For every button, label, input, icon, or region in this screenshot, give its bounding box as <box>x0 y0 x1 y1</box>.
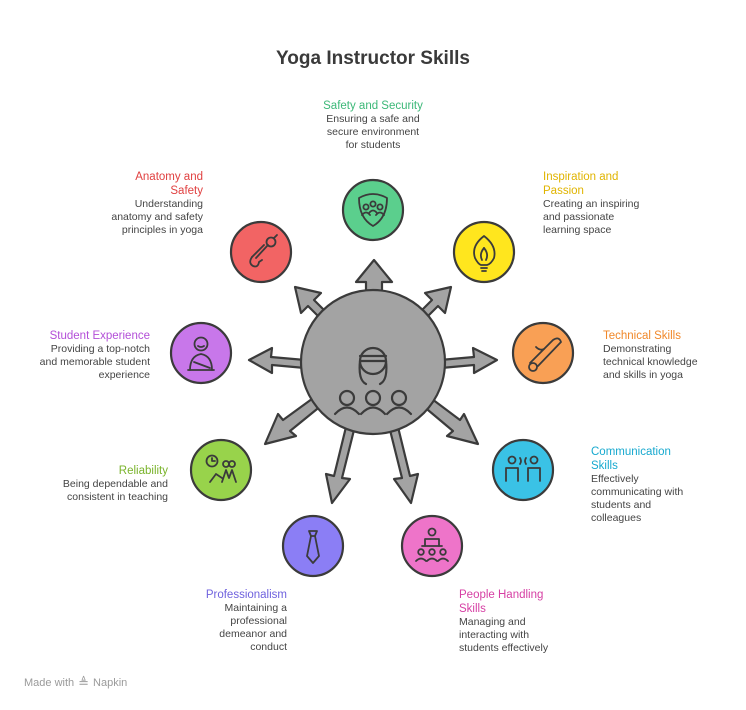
footer-made-with: Made with ≜ Napkin <box>24 675 127 691</box>
skill-circle-communication <box>491 438 555 502</box>
arrow-technical <box>438 346 499 375</box>
necktie-icon <box>306 530 320 564</box>
skill-label-safety: Safety and Security Ensuring a safe and … <box>300 99 446 152</box>
shield-people-icon <box>358 193 388 227</box>
skill-circle-professionalism <box>281 514 345 578</box>
bone-joint-icon <box>249 234 278 268</box>
skill-desc-technical: Demonstrating technical knowledge and sk… <box>603 343 698 381</box>
skill-title-student: Student Experience <box>49 330 150 342</box>
skill-label-reliability: Reliability Being dependable and consist… <box>50 464 168 504</box>
skill-circle-inspiration <box>452 220 516 284</box>
instructor-group-icon <box>333 346 413 416</box>
skill-label-people: People Handling Skills Managing and inte… <box>459 588 555 655</box>
skill-title-professionalism: Professionalism <box>205 589 287 601</box>
skill-desc-safety: Ensuring a safe and secure environment f… <box>326 113 420 151</box>
meditating-person-icon <box>187 336 215 371</box>
skill-desc-anatomy: Understanding anatomy and safety princip… <box>111 198 203 236</box>
conversation-icon <box>505 455 541 482</box>
skill-label-technical: Technical Skills Demonstrating technical… <box>603 329 707 382</box>
skill-circle-reliability <box>189 438 253 502</box>
made-with-text: Made with <box>24 677 75 689</box>
skill-desc-communication: Effectively communicating with students … <box>591 473 684 524</box>
skill-title-anatomy: Anatomy and Safety <box>135 171 203 197</box>
arrow-student <box>247 346 307 375</box>
skill-title-technical: Technical Skills <box>603 330 681 342</box>
skill-label-inspiration: Inspiration and Passion Creating an insp… <box>543 170 653 237</box>
arrow-people <box>388 425 420 505</box>
napkin-brand-text: Napkin <box>93 677 128 689</box>
arrow-reliability <box>263 394 324 446</box>
skill-title-safety: Safety and Security <box>323 100 423 112</box>
napkin-logo-icon: ≜ <box>78 675 90 690</box>
skill-label-communication: Communication Skills Effectively communi… <box>591 445 691 525</box>
skill-desc-professionalism: Maintaining a professional demeanor and … <box>219 602 287 653</box>
skill-desc-student: Providing a top-notch and memorable stud… <box>39 343 150 381</box>
yoga-mat-icon <box>528 337 562 372</box>
presenter-audience-icon <box>415 527 449 562</box>
skill-title-inspiration: Inspiration and Passion <box>543 171 619 197</box>
diagram-title: Yoga Instructor Skills <box>276 48 470 69</box>
skill-desc-inspiration: Creating an inspiring and passionate lea… <box>543 198 640 236</box>
arrow-professionalism <box>324 425 356 505</box>
skill-circle-student <box>169 321 233 385</box>
skill-title-people: People Handling Skills <box>459 589 544 615</box>
skill-label-anatomy: Anatomy and Safety Understanding anatomy… <box>103 170 203 237</box>
flame-bulb-icon <box>473 235 496 272</box>
skill-circle-technical <box>511 321 575 385</box>
skill-desc-people: Managing and interacting with students e… <box>459 616 549 654</box>
skill-title-reliability: Reliability <box>118 465 168 477</box>
skill-title-communication: Communication Skills <box>591 446 671 472</box>
skill-label-student: Student Experience Providing a top-notch… <box>38 329 150 382</box>
skill-desc-reliability: Being dependable and consistent in teach… <box>62 478 168 503</box>
clock-people-icon <box>205 454 237 483</box>
skill-label-professionalism: Professionalism Maintaining a profession… <box>196 588 287 654</box>
